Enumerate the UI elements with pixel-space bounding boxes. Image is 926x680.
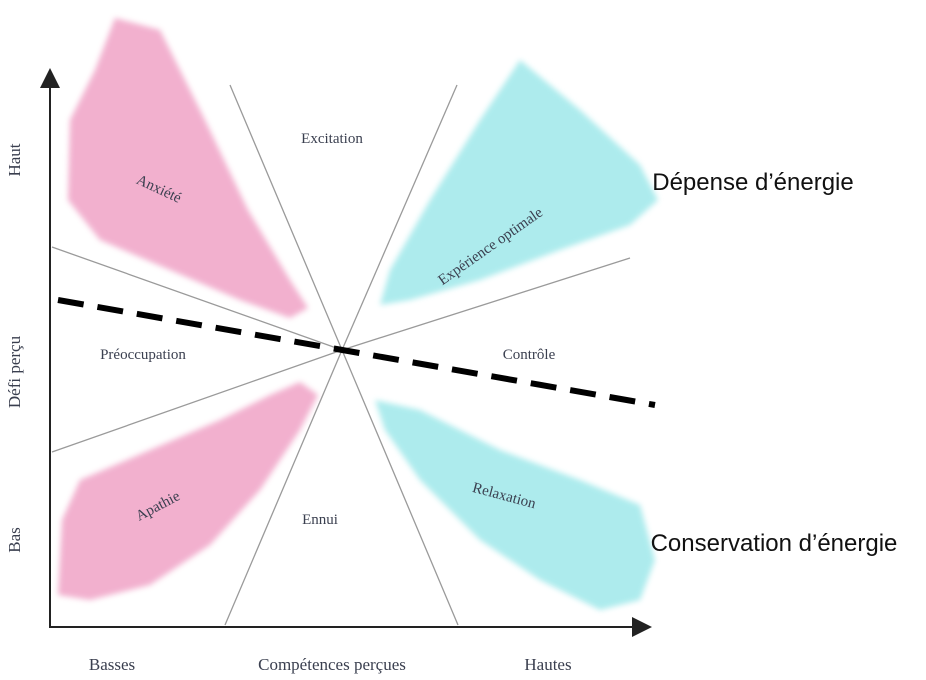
relaxation-zone-shade	[375, 400, 655, 610]
zone-label-boredom: Ennui	[302, 512, 338, 528]
apathy-zone-shade	[58, 382, 318, 600]
x-axis-title: Compétences perçues	[258, 655, 406, 674]
zone-divider-lines	[51, 84, 631, 626]
energy-spend-annotation: Dépense d’énergie	[652, 169, 853, 196]
zone-label-control: Contrôle	[503, 347, 556, 363]
energy-save-annotation: Conservation d’énergie	[651, 530, 898, 557]
y-axis-high-label: Haut	[5, 143, 24, 176]
y-axis-title: Défi perçu	[5, 335, 24, 408]
anxiety-zone-shade	[68, 18, 308, 318]
optimal-zone-shade	[380, 60, 658, 305]
energy-threshold-dashed-line	[57, 297, 656, 408]
zone-label-preoccupation: Préoccupation	[100, 347, 186, 363]
x-axis-high-label: Hautes	[524, 655, 571, 674]
y-axis-low-label: Bas	[5, 527, 24, 553]
x-axis-low-label: Basses	[89, 655, 135, 674]
zone-label-excitation: Excitation	[301, 131, 363, 147]
